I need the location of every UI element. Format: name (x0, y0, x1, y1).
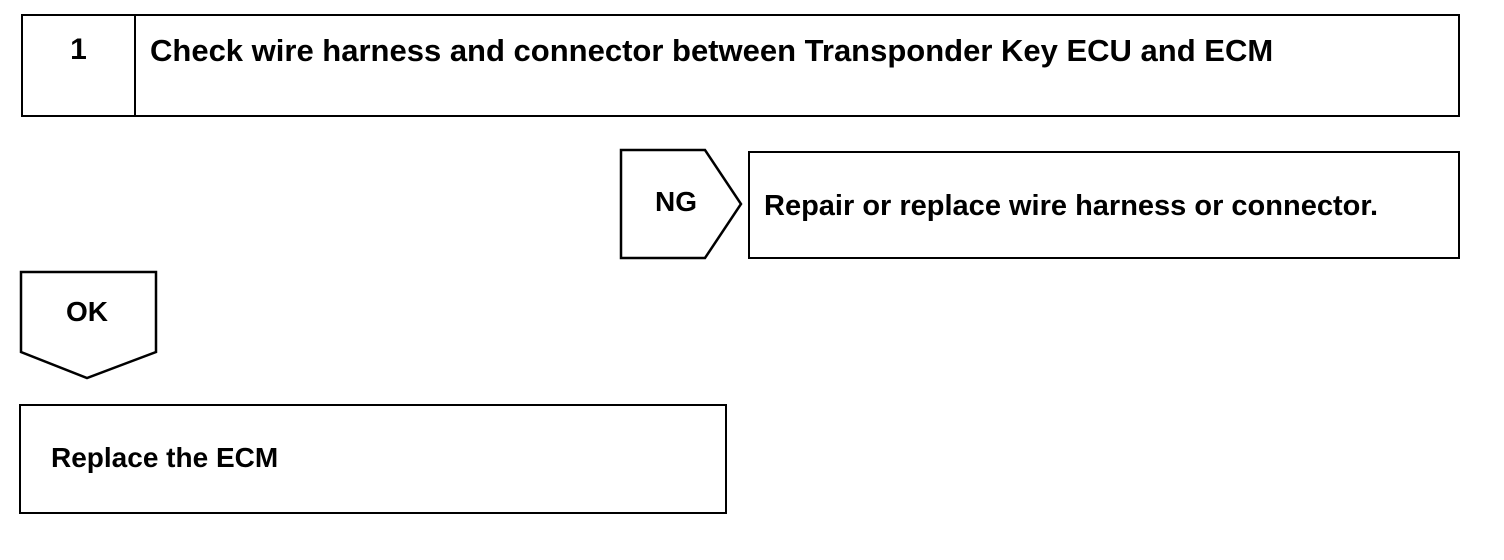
ok-label: OK (66, 296, 108, 327)
step-box: 1 Check wire harness and connector betwe… (21, 14, 1460, 117)
step-number: 1 (23, 16, 136, 115)
ng-action-box: Repair or replace wire harness or connec… (748, 151, 1460, 259)
ng-arrow-tag (619, 148, 743, 260)
ng-label: NG (655, 186, 697, 217)
result-action-box: Replace the ECM (19, 404, 727, 514)
ng-action-text: Repair or replace wire harness or connec… (764, 190, 1379, 222)
step-title: Check wire harness and connector between… (150, 33, 1274, 68)
result-action-text: Replace the ECM (51, 442, 279, 473)
ok-arrow-tag (19, 270, 158, 380)
